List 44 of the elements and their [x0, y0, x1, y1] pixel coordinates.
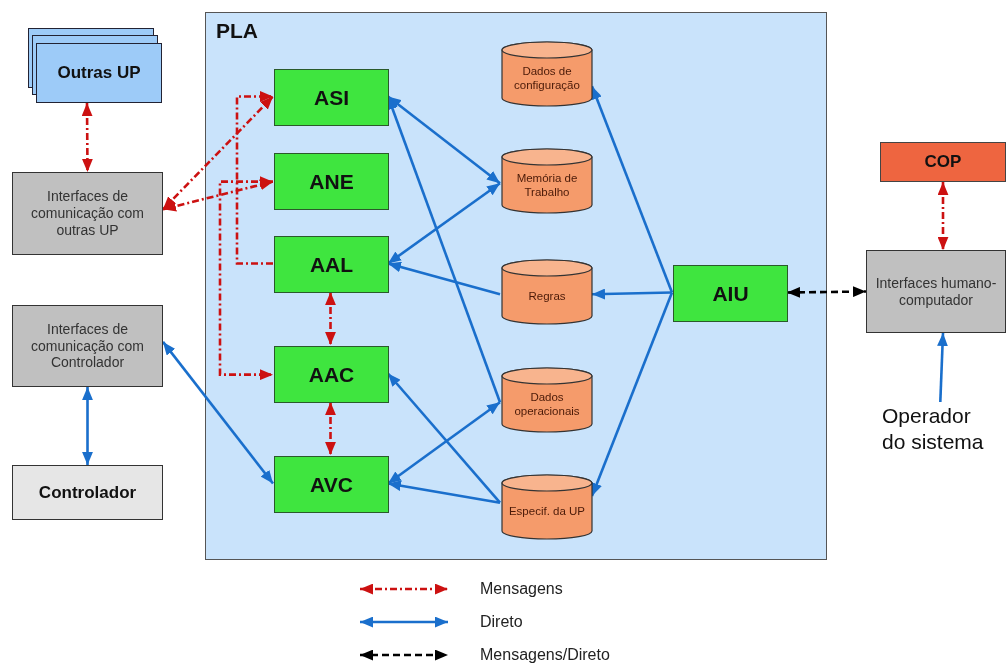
- arrow: [387, 401, 501, 485]
- arrow: [162, 179, 274, 212]
- arrow: [386, 96, 502, 403]
- arrow: [387, 480, 501, 504]
- arrow: [325, 402, 336, 455]
- arrow: [387, 95, 501, 185]
- legend-label: Direto: [480, 613, 523, 631]
- panel-title: PLA: [216, 19, 258, 43]
- arrow: [787, 286, 866, 298]
- container-panel: [205, 12, 827, 560]
- legend-label: Mensagens: [480, 580, 563, 598]
- arrow: [218, 176, 273, 381]
- agent-box: AAC: [274, 346, 389, 403]
- legend-label: Mensagens/Direto: [480, 646, 610, 664]
- text-label: Operador do sistema: [882, 402, 988, 456]
- agent-box: ANE: [274, 153, 389, 210]
- arrow: [387, 182, 501, 265]
- agent-box: ASI: [274, 69, 389, 126]
- arrow: [235, 91, 273, 265]
- arrow: [937, 182, 949, 250]
- agent-box: AVC: [274, 456, 389, 513]
- agent-box: AIU: [673, 265, 788, 322]
- process-box: COP: [880, 142, 1006, 182]
- arrow: [590, 292, 674, 497]
- interface-box: Interfaces de comunicação com Controlador: [12, 305, 163, 387]
- arrow: [82, 387, 93, 465]
- arrow: [387, 372, 501, 504]
- arrow: [162, 95, 274, 211]
- arrow: [937, 332, 948, 403]
- arrow: [590, 85, 674, 293]
- interface-box: Interfaces de comunicação com outras UP: [12, 172, 163, 255]
- database-cylinder: Regras: [501, 259, 593, 325]
- arrow: [387, 261, 501, 296]
- agent-box: AAL: [274, 236, 389, 293]
- arrow: [161, 341, 275, 485]
- database-cylinder: Dados de configuração: [501, 41, 593, 107]
- database-cylinder: Memória de Trabalho: [501, 148, 593, 214]
- arrow: [325, 292, 336, 345]
- process-box: Controlador: [12, 465, 163, 520]
- arrow: [81, 103, 93, 172]
- arrow: [591, 288, 673, 300]
- database-cylinder: Especif. da UP: [501, 474, 593, 540]
- interface-box: Interfaces humano-computador: [866, 250, 1006, 333]
- database-cylinder: Dados operacionais: [501, 367, 593, 433]
